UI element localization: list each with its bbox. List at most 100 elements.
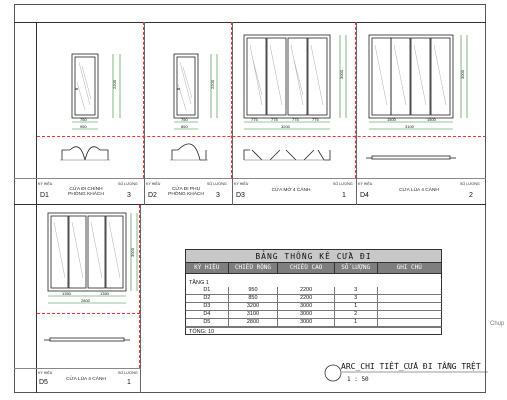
- column-header: KÝ HIỆU: [186, 263, 229, 273]
- door-code: D4: [360, 192, 369, 199]
- so-luong-label: SỐ LƯỢNG: [207, 182, 227, 186]
- door-qty: 3: [127, 192, 131, 199]
- door-name: CỬA ĐI PHỤ: [171, 187, 201, 192]
- dim-text: 1350: [100, 291, 109, 296]
- dim-text: 775: [251, 117, 258, 122]
- table-cell: [378, 295, 442, 302]
- table-cell: 3000: [278, 303, 335, 310]
- table-cell: 2200: [278, 287, 335, 294]
- table-header: KÝ HIỆU CHIỀU RỘNG CHIỀU CAO SỐ LƯỢNG GH…: [185, 263, 442, 274]
- door-code: D5: [39, 379, 48, 386]
- table-total: TỔNG: 10: [185, 327, 442, 335]
- dim-text: 1500: [427, 117, 436, 122]
- table-row: D4 3100 3000 2: [185, 311, 442, 319]
- guide-line: [139, 205, 140, 368]
- dim-text: 2200: [111, 80, 117, 89]
- table-cell: 3000: [278, 319, 335, 326]
- door-name: CỬA LÙA 4 CÁNH: [399, 188, 439, 193]
- so-luong-label: SỐ LƯỢNG: [118, 371, 138, 375]
- table-cell: D4: [186, 311, 229, 318]
- ky-hieu-label: KÝ HIỆU: [38, 182, 53, 186]
- door-d1-frame: [71, 53, 99, 119]
- table-cell: 3200: [229, 303, 279, 310]
- guide-line: [143, 22, 144, 178]
- dim-text: 2800: [81, 298, 90, 303]
- table-cell: 2200: [278, 295, 335, 302]
- title-bubble: [324, 364, 342, 382]
- guide-line: [37, 136, 486, 137]
- frame-line: [36, 205, 37, 393]
- table-cell: 950: [229, 287, 279, 294]
- table-row: D2 850 2200 3: [185, 295, 442, 303]
- table-cell: [378, 319, 442, 326]
- frame-line: [14, 22, 486, 23]
- frame-line: [36, 22, 37, 205]
- door-d2-frame: [173, 53, 199, 119]
- table-cell: D1: [186, 287, 229, 294]
- table-cell: 2800: [229, 319, 279, 326]
- dim-text: 3100: [405, 124, 414, 129]
- door-qty: 1: [342, 192, 346, 199]
- so-luong-label: SỐ LƯỢNG: [460, 182, 480, 186]
- so-luong-label: SỐ LƯỢNG: [118, 182, 138, 186]
- door-name: PHÒNG KHÁCH: [68, 192, 104, 197]
- ky-hieu-label: KÝ HIỆU: [38, 371, 53, 375]
- table-cell: 1: [335, 303, 378, 310]
- column-header: GHI CHÚ: [396, 264, 422, 271]
- dim-text: 775: [271, 117, 278, 122]
- column-header: SỐ LƯỢNG: [335, 263, 378, 273]
- dim-text: 1500: [387, 117, 396, 122]
- door-name: PHÒNG KHÁCH: [168, 192, 204, 197]
- frame-line: [14, 204, 486, 205]
- door-d4-frame: [368, 34, 454, 119]
- door-qty: 3: [216, 192, 220, 199]
- frame-line: [14, 368, 141, 369]
- door-d5-frame: [47, 212, 127, 292]
- door-code: D3: [236, 192, 245, 199]
- column-header: CHIỀU CAO: [278, 263, 335, 273]
- drawing-title: ARC_CHI TIẾT_CỬA ĐI TẦNG TRỆT: [341, 362, 481, 371]
- table-cell: [378, 311, 442, 318]
- table-cell: 850: [229, 295, 279, 302]
- so-luong-label: SỐ LƯỢNG: [333, 182, 353, 186]
- table-cell: 3100: [229, 311, 279, 318]
- group-spacer: [185, 274, 442, 279]
- dim-text: 3000: [129, 248, 135, 257]
- table-title: BẢNG THỐNG KÊ CỬA ĐI: [185, 249, 442, 263]
- group-label: TẦNG 1: [185, 279, 442, 287]
- door-d3-frame: [243, 34, 331, 119]
- door-code: D1: [40, 192, 49, 199]
- ky-hieu-label: KÝ HIỆU: [146, 182, 161, 186]
- table-cell: 3: [335, 295, 378, 302]
- dim-text: 2200: [209, 80, 215, 89]
- guide-line: [355, 22, 356, 178]
- drawing-sheet: [14, 4, 486, 393]
- table-cell: D5: [186, 319, 229, 326]
- drawing-scale: 1 : 50: [347, 376, 369, 383]
- frame-line: [140, 205, 141, 393]
- table-row: D3 3200 3000 1: [185, 303, 442, 311]
- table-row: D5 2800 3000 1: [185, 319, 442, 327]
- table-cell: [378, 303, 442, 310]
- ky-hieu-label: KÝ HIỆU: [358, 182, 373, 186]
- frame-line: [356, 22, 357, 205]
- dim-text: 3200: [281, 124, 290, 129]
- ky-hieu-label: KÝ HIỆU: [234, 182, 249, 186]
- dim-text: 1350: [62, 291, 71, 296]
- table-cell: D3: [186, 303, 229, 310]
- dim-text: 750: [80, 117, 87, 122]
- frame-line: [14, 178, 486, 179]
- dim-text: 750: [181, 117, 188, 122]
- door-qty: 2: [469, 192, 473, 199]
- dim-text: 3000: [459, 70, 465, 79]
- table-cell: 2: [335, 311, 378, 318]
- door-schedule-table: BẢNG THỐNG KÊ CỬA ĐI KÝ HIỆU CHIỀU RỘNG …: [185, 249, 442, 335]
- table-row: D1 950 2200 3: [185, 287, 442, 295]
- dim-text: 850: [181, 124, 188, 129]
- door-name: CỬA MỞ 4 CÁNH: [271, 188, 311, 193]
- table-cell: 1: [335, 319, 378, 326]
- door-code: D2: [148, 192, 157, 199]
- frame-line: [232, 22, 233, 205]
- table-cell: 3000: [278, 311, 335, 318]
